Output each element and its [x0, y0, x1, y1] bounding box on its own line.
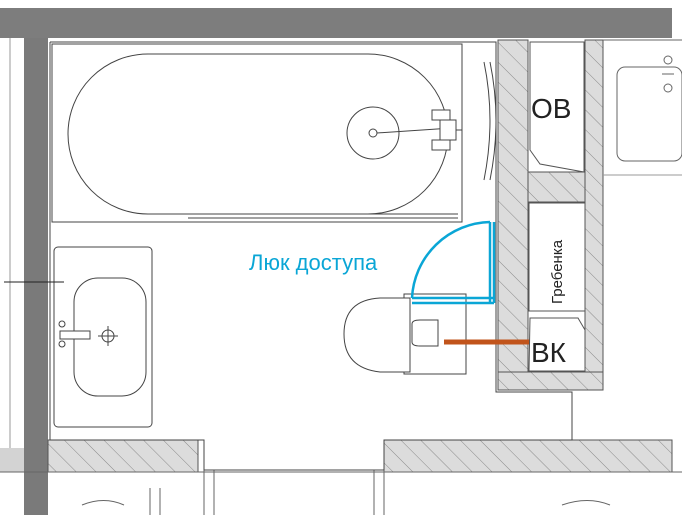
riser-mid-wall	[527, 171, 586, 203]
riser-bottom-wall	[497, 371, 604, 391]
bottom-wall-left	[47, 439, 199, 473]
access-hatch	[410, 220, 496, 305]
left-wall	[24, 38, 48, 515]
right-room-fixture	[616, 66, 682, 162]
toilet	[343, 293, 467, 375]
right-outer-wall	[584, 39, 604, 391]
riser-manifold: Гребенка	[528, 202, 586, 312]
right-room-icon	[662, 55, 674, 93]
lower-fixture-left	[81, 500, 125, 506]
riser-water: ВК	[528, 317, 586, 372]
riser-manifold-label: Гребенка	[549, 239, 566, 304]
bottom-wall-right	[383, 439, 673, 473]
riser-water-label: ВК	[531, 337, 567, 368]
riser-heating-label: ОВ	[531, 93, 571, 124]
riser-heating: ОВ	[529, 41, 585, 173]
shower-curtain-rail	[461, 44, 497, 222]
access-hatch-label: Люк доступа	[249, 250, 378, 275]
riser-partition	[497, 39, 529, 391]
basin-faucet-icon	[58, 320, 118, 348]
bathtub	[51, 43, 463, 223]
top-wall	[0, 8, 672, 38]
bath-faucet-icon	[431, 109, 462, 151]
room-outline	[49, 41, 573, 471]
lower-fixture-right	[561, 500, 611, 506]
